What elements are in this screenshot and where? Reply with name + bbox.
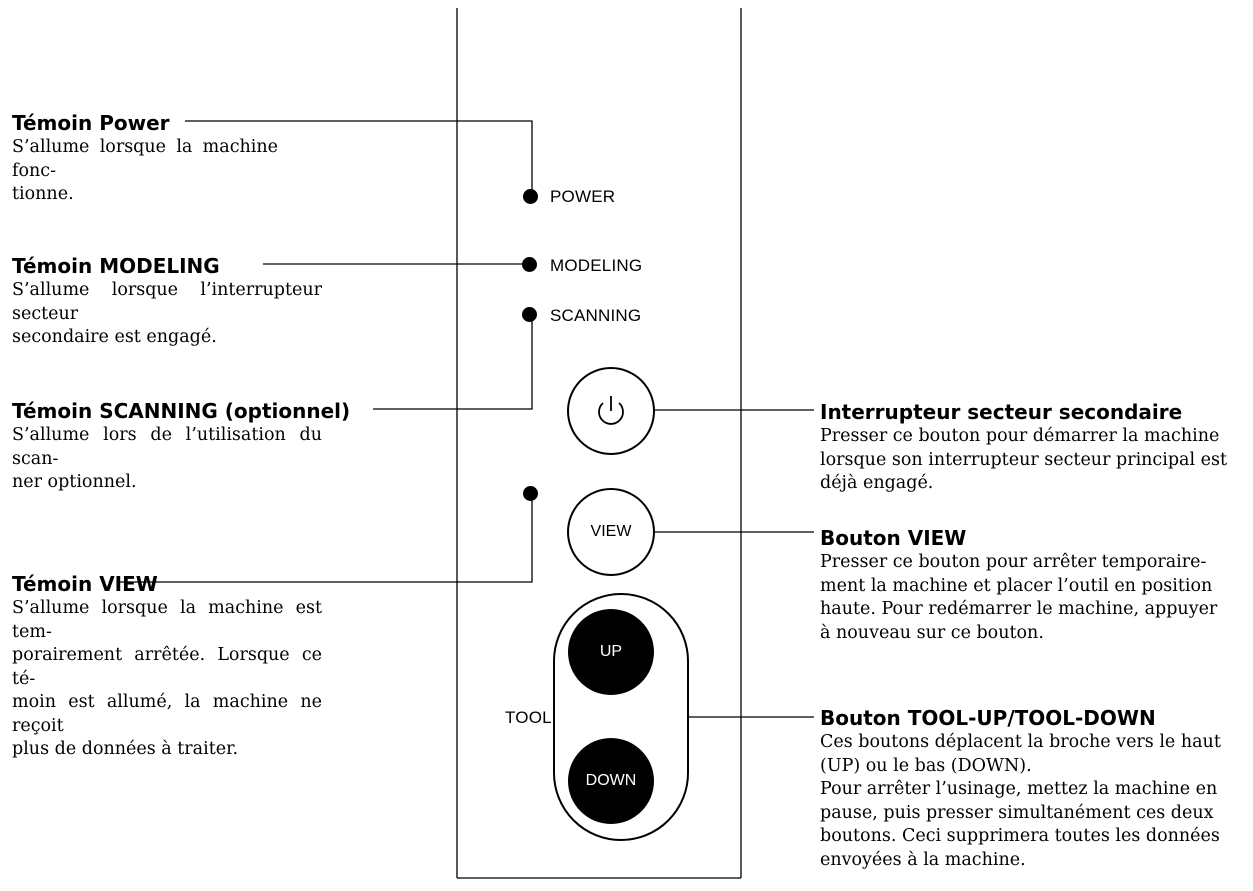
view-button[interactable]: VIEW: [567, 488, 655, 576]
leader-power: [185, 120, 533, 196]
view-led-text: S’allume lorsque la machine est tem- por…: [12, 597, 322, 762]
modeling-led: [522, 257, 537, 272]
text-line: ment la machine et placer l’outil en pos…: [820, 575, 1213, 596]
tool-button-group: [553, 593, 689, 841]
text-line: haute. Pour redémarrer le machine, appuy…: [820, 599, 1218, 619]
tool-buttons-description: Bouton TOOL-UP/TOOL-DOWN Ces boutons dép…: [820, 706, 1241, 872]
text-line: tionne.: [12, 184, 74, 204]
text-line: ner optionnel.: [12, 472, 137, 492]
tool-down-label: DOWN: [585, 772, 637, 789]
text-line: S’allume lorsque la machine est tem-: [12, 598, 322, 642]
scanning-led-description: Témoin SCANNING (optionnel) S’allume lor…: [12, 399, 351, 495]
scanning-led-title: Témoin SCANNING (optionnel): [12, 399, 351, 423]
text-line: S’allume lors de l’utilisation du scan-: [12, 425, 322, 469]
tool-buttons-text: Ces boutons déplacent la broche vers le …: [820, 731, 1241, 872]
text-line: Presser ce bouton pour démarrer la machi…: [820, 426, 1220, 446]
text-line: S’allume lorsque l’interrupteur secteur: [12, 280, 322, 324]
text-line: Presser ce bouton pour arrêter temporair…: [820, 552, 1207, 572]
text-line: moin est allumé, la machine ne reçoit: [12, 692, 322, 736]
modeling-led-text: S’allume lorsque l’interrupteur secteur …: [12, 279, 322, 350]
view-button-text: Presser ce bouton pour arrêter temporair…: [820, 551, 1241, 645]
view-led: [523, 486, 538, 501]
view-led-title: Témoin VIEW: [12, 572, 158, 596]
text-line: lorsque son interrupteur secteur princip…: [820, 449, 1227, 470]
view-button-description: Bouton VIEW Presser ce bouton pour arrêt…: [820, 526, 1241, 645]
text-line: envoyées à la machine.: [820, 849, 1026, 870]
tool-up-button[interactable]: UP: [568, 609, 654, 695]
power-icon: [598, 396, 624, 425]
text-line: Ces boutons déplacent la broche vers le …: [820, 732, 1221, 752]
tool-buttons-title: Bouton TOOL-UP/TOOL-DOWN: [820, 706, 1156, 730]
text-line: pause, puis presser simultanément ces de…: [820, 802, 1214, 823]
tool-up-label: UP: [599, 643, 623, 660]
text-line: S’allume lorsque la machine fonc-: [12, 137, 278, 181]
secondary-switch-text: Presser ce bouton pour démarrer la machi…: [820, 425, 1241, 496]
scanning-led: [522, 307, 537, 322]
modeling-label: MODELING: [550, 256, 643, 275]
modeling-led-title: Témoin MODELING: [12, 254, 220, 278]
text-line: Pour arrêter l’usinage, mettez la machin…: [820, 779, 1218, 799]
scanning-led-text: S’allume lors de l’utilisation du scan- …: [12, 424, 322, 495]
tool-label: TOOL: [505, 708, 552, 727]
view-button-label: VIEW: [590, 523, 632, 540]
text-line: à nouveau sur ce bouton.: [820, 622, 1044, 643]
view-led-description: Témoin VIEW S’allume lorsque la machine …: [12, 572, 322, 762]
modeling-led-description: Témoin MODELING S’allume lorsque l’inter…: [12, 254, 322, 350]
power-led: [523, 189, 538, 204]
power-led-text: S’allume lorsque la machine fonc- tionne…: [12, 136, 278, 207]
leader-scanning: [373, 316, 533, 410]
text-line: (UP) ou le bas (DOWN).: [820, 755, 1032, 776]
tool-down-button[interactable]: DOWN: [568, 738, 654, 824]
leader-view-led: [119, 494, 533, 583]
power-led-description: Témoin Power S’allume lorsque la machine…: [12, 111, 278, 207]
text-line: plus de données à traiter.: [12, 739, 239, 759]
secondary-power-button[interactable]: [567, 367, 655, 455]
view-button-title: Bouton VIEW: [820, 526, 967, 550]
text-line: déjà engagé.: [820, 473, 934, 493]
secondary-switch-description: Interrupteur secteur secondaire Presser …: [820, 400, 1241, 496]
text-line: porairement arrêtée. Lorsque ce té-: [12, 645, 322, 689]
text-line: boutons. Ceci supprimera toutes les donn…: [820, 826, 1220, 846]
secondary-switch-title: Interrupteur secteur secondaire: [820, 400, 1183, 424]
power-label: POWER: [550, 187, 616, 206]
power-led-title: Témoin Power: [12, 111, 170, 135]
scanning-label: SCANNING: [550, 306, 642, 325]
text-line: secondaire est engagé.: [12, 327, 217, 347]
